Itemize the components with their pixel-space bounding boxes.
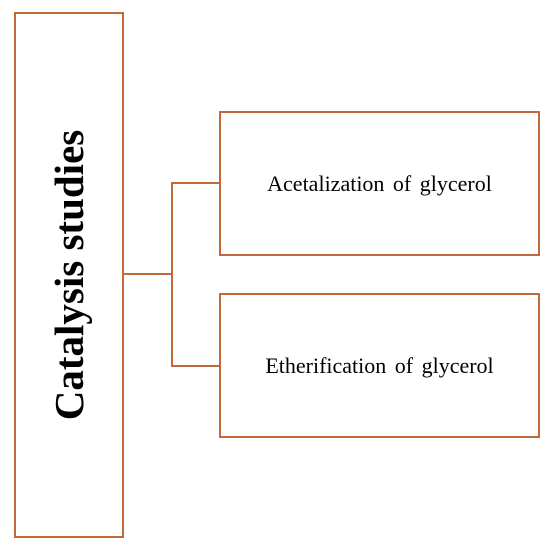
child-node-etherification: Etherification of glycerol: [219, 293, 540, 438]
root-node-box: Catalysis studies: [14, 12, 124, 538]
child-node-label: Acetalization of glycerol: [267, 170, 492, 196]
child-node-acetalization: Acetalization of glycerol: [219, 111, 540, 256]
child-node-label: Etherification of glycerol: [265, 352, 494, 378]
root-node-label: Catalysis studies: [46, 129, 92, 421]
